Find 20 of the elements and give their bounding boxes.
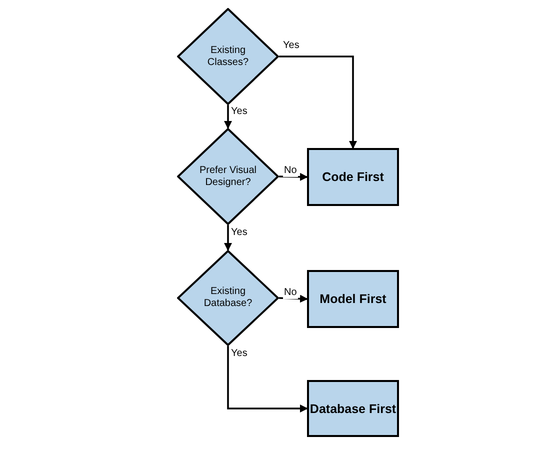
arrow: [224, 225, 232, 251]
node-text: Existing Classes?: [206, 44, 250, 68]
decision-diamond: [177, 128, 279, 225]
arrow: [224, 105, 232, 129]
process-box: [307, 380, 399, 437]
process-box: [307, 148, 399, 206]
arrow: [278, 294, 308, 303]
edge-label: No: [283, 165, 298, 177]
edge-label: No: [283, 287, 298, 299]
node-text: Code First: [322, 170, 384, 184]
decision-diamond: [177, 250, 279, 346]
node-text: Prefer Visual Designer?: [198, 164, 258, 188]
node-text: Existing Database?: [202, 286, 254, 310]
decision-diamond: [177, 8, 279, 105]
arrow: [278, 172, 308, 181]
arrow: [227, 346, 308, 412]
arrow: [279, 56, 357, 149]
node-text: Model First: [320, 292, 386, 306]
process-box: [307, 270, 399, 328]
node-text: Database First: [310, 402, 396, 416]
